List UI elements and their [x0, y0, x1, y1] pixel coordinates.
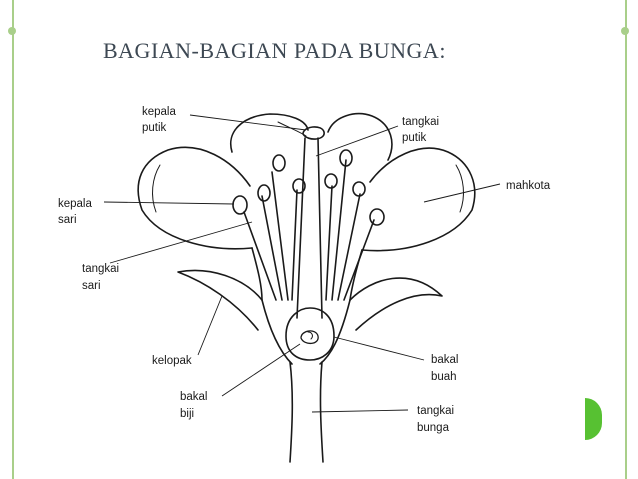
- anther: [257, 184, 271, 202]
- anther: [324, 173, 338, 189]
- stamen-filament: [325, 185, 333, 301]
- stamen-filament: [343, 219, 375, 301]
- slide-frame-right-line: [625, 0, 627, 479]
- leader-tangkai-bunga: [311, 409, 409, 413]
- stamen-filament: [261, 195, 283, 301]
- frame-corner-dot-left: [8, 27, 16, 35]
- label-mahkota: mahkota: [506, 180, 551, 192]
- sepal-left: [177, 269, 263, 331]
- petal-right: [361, 147, 476, 252]
- anther: [339, 149, 353, 167]
- stamen-filament: [291, 189, 298, 301]
- stamen-filament: [271, 171, 289, 301]
- petal-back-left: [230, 113, 309, 153]
- label-kepala-sari: kepala sari: [58, 198, 95, 226]
- stigma: [302, 126, 325, 140]
- frame-corner-dot-right: [621, 27, 629, 35]
- anther: [352, 181, 366, 197]
- anther: [272, 154, 286, 172]
- leader-kepala-putik: [189, 114, 307, 131]
- leader-tangkai-putik: [315, 125, 399, 157]
- label-bakal-buah: bakal buah: [431, 354, 462, 383]
- label-tangkai-bunga: tangkai bunga: [417, 405, 457, 434]
- ovary: [285, 307, 335, 361]
- label-tangkai-sari: tangkai sari: [82, 263, 122, 292]
- petal-back-right: [327, 112, 393, 161]
- receptacle: [261, 299, 351, 365]
- anther: [369, 208, 385, 226]
- sepal-right: [349, 277, 443, 331]
- leader-kepala-sari: [103, 201, 235, 205]
- slide-title: BAGIAN-BAGIAN PADA BUNGA:: [103, 38, 446, 63]
- slide-frame-left-line: [12, 0, 14, 479]
- leader-bakal-buah: [333, 336, 425, 361]
- leader-bakal-biji: [221, 343, 301, 397]
- label-kepala-putik: kepala putik: [142, 106, 179, 134]
- stamen-filament: [331, 159, 347, 301]
- leader-mahkota: [423, 183, 501, 203]
- label-tangkai-putik: tangkai putik: [402, 116, 442, 144]
- ovule: [300, 330, 319, 345]
- label-kelopak: kelopak: [152, 355, 192, 367]
- flower-stalk: [289, 361, 324, 463]
- slide-bullet-half-circle: [585, 398, 602, 440]
- pistil-style: [296, 137, 323, 319]
- anther: [292, 178, 306, 194]
- anther: [232, 195, 248, 215]
- leader-tangkai-sari: [109, 221, 253, 264]
- stamen-filament: [243, 211, 277, 301]
- label-bakal-biji: bakal biji: [180, 391, 211, 420]
- stamen-filament: [337, 193, 361, 301]
- petal-left: [137, 146, 253, 250]
- leader-kelopak: [197, 295, 223, 356]
